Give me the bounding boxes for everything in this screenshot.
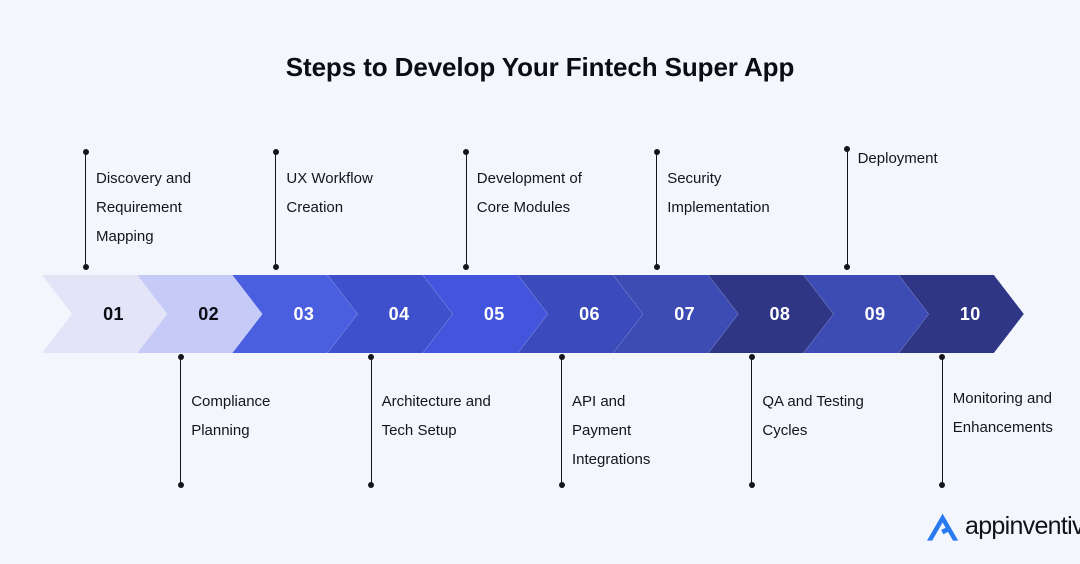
connector-dot-icon [748,354,755,360]
connector-dot-icon [368,354,375,360]
connector-line-02 [177,354,184,488]
connector-dot-icon [82,264,89,270]
step-label-10: Monitoring and Enhancements [952,390,1053,436]
connector-dot-icon [653,149,660,155]
step-label-04: Architecture and Tech Setup [381,393,491,439]
connector-dot-icon [844,264,851,270]
connector-line-07 [653,149,660,270]
connector-dot-icon [748,482,755,488]
step-number-10: 10 [959,303,981,324]
connector-dot-icon [653,264,660,270]
appinventiv-a-mark [927,513,959,541]
step-number-03: 03 [293,303,315,324]
step-label-05: Development of Core Modules [476,170,582,216]
connector-dot-icon [177,482,184,488]
connector-line-06 [558,354,565,488]
step-number-08: 08 [769,303,791,324]
step-label-09: Deployment [857,150,938,167]
connector-dot-icon [939,354,946,360]
connector-line-10 [939,354,946,488]
step-number-01: 01 [103,303,124,324]
connector-dot-icon [558,482,565,488]
step-number-07: 07 [674,303,696,324]
step-number-02: 02 [198,303,220,324]
step-label-03: UX Workflow Creation [286,170,373,216]
connector-dot-icon [272,149,279,155]
step-number-05: 05 [483,303,505,324]
connector-dot-icon [939,482,946,488]
logo-wordmark: appinventiv [965,511,1080,540]
brand-logo: appinventiv [925,506,1080,548]
connector-dot-icon [177,354,184,360]
connector-dot-icon [463,149,470,155]
connector-line-09 [844,146,851,270]
process-chevron-strip: 01 02 03 04 05 06 07 08 09 10 [42,275,994,353]
connector-dot-icon [558,354,565,360]
step-number-09: 09 [864,303,886,324]
step-number-04: 04 [388,303,410,324]
connector-line-01 [82,149,89,270]
step-label-06: API and Payment Integrations [572,393,651,468]
connector-line-04 [368,354,375,488]
connector-dot-icon [463,264,470,270]
connector-dot-icon [844,146,851,152]
connector-line-05 [463,149,470,270]
page-title: Steps to Develop Your Fintech Super App [285,52,795,82]
connector-dot-icon [368,482,375,488]
connector-line-03 [272,149,279,270]
step-label-02: Compliance Planning [191,393,271,439]
step-label-07: Security Implementation [667,170,770,216]
step-chevron-01[interactable]: 01 [42,275,167,353]
step-label-08: QA and Testing Cycles [762,393,864,439]
step-label-01: Discovery and Requirement Mapping [96,170,192,245]
connector-dot-icon [82,149,89,155]
connector-dot-icon [272,264,279,270]
connector-line-08 [748,354,755,488]
step-number-06: 06 [579,303,600,324]
